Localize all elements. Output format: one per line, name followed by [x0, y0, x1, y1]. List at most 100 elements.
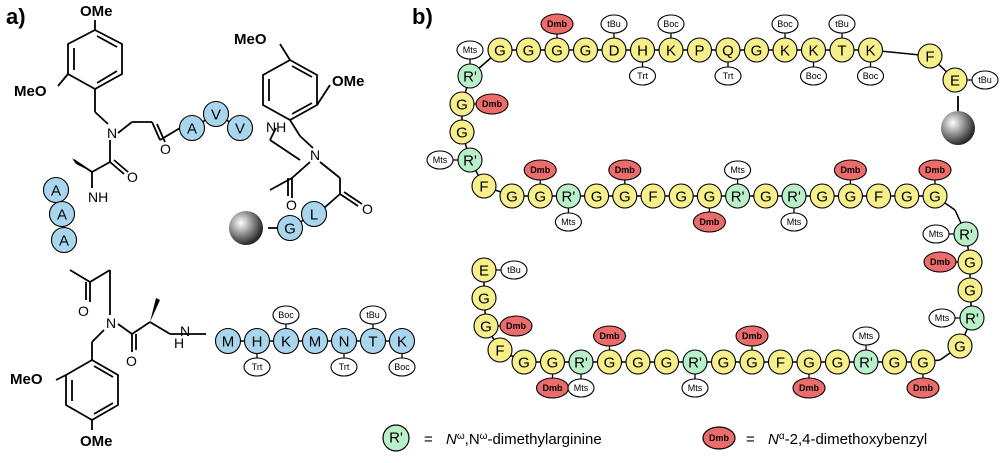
residue-circle — [696, 183, 722, 209]
residue-circle — [584, 183, 610, 209]
tag-label: Dmb — [615, 165, 636, 175]
residue-label: G — [675, 189, 687, 206]
legend: R' = Nω,Nω-dimethylarginine Dmb = Nα-2,4… — [382, 424, 927, 452]
tag-label: Mts — [935, 313, 950, 323]
atom-nh-right: NH — [266, 119, 286, 135]
residue-label: G — [929, 189, 941, 206]
benzene-ring-bottom — [65, 358, 119, 422]
atom-h-bottom: H — [174, 335, 184, 351]
tag-label: Mts — [574, 383, 589, 393]
protecting-group-tag — [388, 357, 416, 377]
tag-label: Boc — [663, 19, 679, 29]
tag-label: Dmb — [742, 331, 763, 341]
protecting-group-tag — [657, 14, 685, 34]
residue-label: R' — [574, 355, 588, 372]
tag-label: Boc — [863, 71, 879, 81]
residue-label: F — [495, 343, 504, 360]
tag-label: tBu — [978, 75, 992, 85]
residue-circle — [629, 37, 656, 63]
residue-circle — [515, 37, 542, 63]
residue-circle — [568, 349, 594, 375]
residue-circle — [824, 349, 851, 375]
residue-circle — [772, 37, 798, 63]
atom-o-6: O — [362, 201, 373, 217]
dmb-tag — [499, 315, 533, 337]
residue-label: G — [845, 189, 857, 206]
dmb-tag — [692, 211, 726, 233]
residue-circle — [612, 183, 638, 209]
stereo-wedge-top — [72, 158, 92, 172]
residue-label: R' — [965, 311, 979, 328]
residue-circle — [487, 337, 513, 363]
protecting-group-tag — [272, 305, 300, 325]
residue-circle — [767, 349, 794, 375]
protecting-group-tag — [852, 326, 880, 346]
tag-label: Dmb — [506, 321, 527, 331]
dmb-tag — [540, 13, 574, 35]
atom-ome-bottom: OMe — [80, 433, 113, 450]
residue-label: G — [803, 355, 815, 372]
residue-circle — [796, 349, 822, 375]
residue-circle — [471, 173, 497, 199]
residue-label: G — [456, 97, 468, 114]
protecting-group-tag — [330, 357, 358, 377]
residue-label: N — [339, 334, 350, 351]
residue-label: G — [661, 355, 673, 372]
residue-label: G — [506, 189, 518, 206]
tag-label: Boc — [278, 310, 294, 320]
residue-circle — [894, 183, 920, 209]
residue-circle — [527, 183, 553, 209]
residue-label: M — [309, 334, 322, 351]
residue-circle — [640, 183, 666, 209]
atom-o-1: O — [160, 141, 171, 157]
atom-ome-top: OMe — [80, 3, 113, 20]
residue-label: T — [368, 334, 377, 351]
residue-circle — [917, 43, 943, 69]
residue-circle — [686, 37, 713, 63]
residue-label: M — [222, 334, 235, 351]
chain-a-top: AVV — [178, 100, 254, 142]
residue-label: R' — [787, 189, 801, 206]
tag-label: Mts — [730, 165, 745, 175]
residue-label: T — [837, 43, 846, 60]
tag-label: Mts — [433, 155, 448, 165]
residue-label: K — [780, 43, 790, 60]
residue-label: F — [925, 49, 934, 66]
legend-r-circle — [382, 424, 410, 452]
protecting-group-tag — [780, 212, 808, 232]
protecting-group-tag — [567, 378, 595, 398]
residue-label: G — [456, 125, 468, 142]
residue-circle — [653, 349, 680, 375]
residue-label: G — [478, 291, 490, 308]
protecting-group-tag — [799, 66, 828, 86]
residue-label: K — [281, 334, 291, 351]
benzene-ring-top-left — [67, 28, 123, 91]
residue-circle — [473, 313, 499, 339]
residue-circle — [457, 147, 483, 173]
residue-label: G — [718, 355, 730, 372]
legend-dmb-ellipse — [702, 426, 736, 450]
protecting-group-tag — [554, 212, 582, 232]
residue-label: R' — [463, 69, 477, 86]
residue-label: F — [648, 189, 657, 206]
resin-bead-b — [941, 111, 975, 145]
legend-dmb-definition: Nα-2,4-dimethoxybenzyl — [768, 431, 927, 449]
dmb-tag — [735, 325, 769, 347]
protecting-group-tag — [500, 260, 528, 280]
residue-label: G — [591, 189, 603, 206]
residue-circle — [596, 349, 623, 375]
legend-r-definition: Nω,Nω-dimethylarginine — [446, 431, 602, 449]
residue-circle — [601, 37, 627, 63]
residue-label: G — [917, 355, 929, 372]
residue-label: F — [874, 189, 883, 206]
protecting-group-tag — [928, 308, 956, 328]
residue-circle — [942, 67, 968, 93]
tag-label: tBu — [835, 19, 849, 29]
residue-circle — [243, 327, 271, 355]
residue-circle — [725, 183, 751, 209]
protecting-group-tag — [243, 357, 271, 377]
residue-circle — [471, 285, 497, 311]
residue-circle — [710, 349, 737, 375]
